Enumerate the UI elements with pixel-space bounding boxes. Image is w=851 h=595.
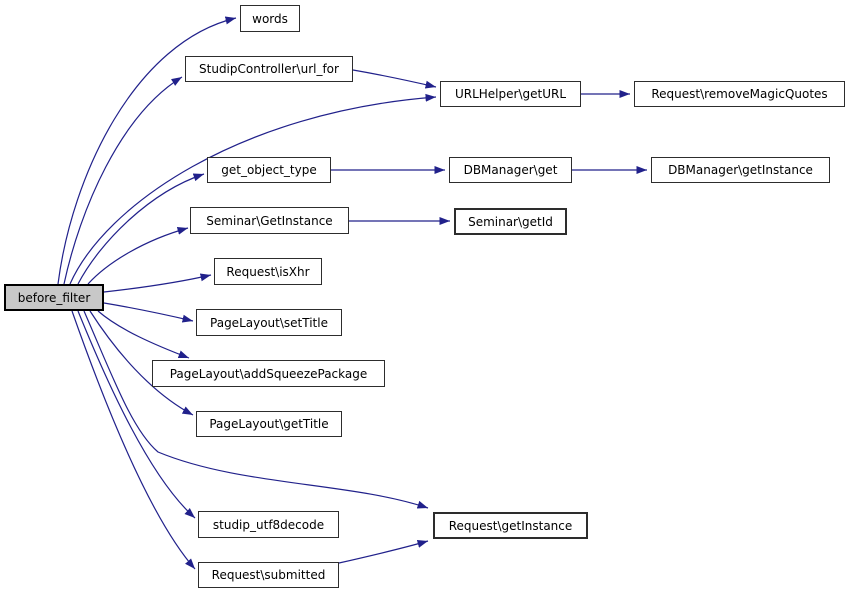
edge-before_filter-to-studipcontroller_url_for <box>63 76 183 285</box>
node-request-removemagicquotes[interactable]: Request\removeMagicQuotes <box>634 81 845 107</box>
node-pagelayout-gettitle[interactable]: PageLayout\getTitle <box>196 411 342 437</box>
node-before-filter[interactable]: before_filter <box>4 284 104 311</box>
edge-request_submitted-to-request_getinstance <box>338 540 429 564</box>
edge-before_filter-to-request_getinstance <box>83 310 429 509</box>
edge-before_filter-to-urlhelper_geturl <box>69 93 437 285</box>
edge-studipcontroller_url_for-to-urlhelper_geturl <box>352 69 437 89</box>
edge-before_filter-to-studip_utf8decode <box>77 310 196 519</box>
node-dbmanager-get[interactable]: DBManager\get <box>449 157 572 183</box>
node-words[interactable]: words <box>240 5 300 32</box>
node-pagelayout-settitle[interactable]: PageLayout\setTitle <box>196 309 342 336</box>
edge-before_filter-to-request_submitted <box>71 310 196 570</box>
edge-before_filter-to-pagelayout_addsqueezepackage <box>97 310 190 359</box>
edge-before_filter-to-request_isxhr <box>103 273 212 293</box>
node-dbmanager-getinstance[interactable]: DBManager\getInstance <box>651 157 830 183</box>
node-seminar-getinstance[interactable]: Seminar\GetInstance <box>190 207 349 234</box>
node-pagelayout-addsqueezepackage[interactable]: PageLayout\addSqueezePackage <box>152 360 385 387</box>
edge-before_filter-to-get_object_type <box>77 173 205 285</box>
node-get-object-type[interactable]: get_object_type <box>207 157 331 183</box>
node-request-getinstance[interactable]: Request\getInstance <box>433 512 588 539</box>
node-studip-utf8decode[interactable]: studip_utf8decode <box>198 511 339 538</box>
node-request-isxhr[interactable]: Request\isXhr <box>214 258 322 285</box>
node-urlhelper-geturl[interactable]: URLHelper\getURL <box>440 81 581 107</box>
edge-before_filter-to-seminar_getinstance <box>87 226 189 285</box>
node-request-submitted[interactable]: Request\submitted <box>198 562 339 588</box>
node-seminar-getid[interactable]: Seminar\getId <box>454 208 567 235</box>
node-studipcontroller-url-for[interactable]: StudipController\url_for <box>185 56 353 82</box>
edge-before_filter-to-pagelayout_settitle <box>103 302 194 323</box>
